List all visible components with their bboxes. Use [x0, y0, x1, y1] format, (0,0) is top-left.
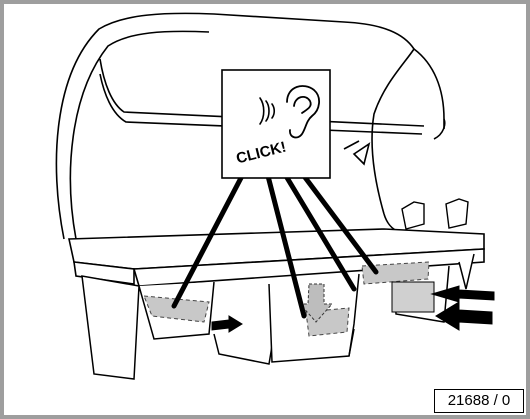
right-latch-block: [392, 282, 434, 312]
click-callout: CLICK!: [222, 70, 330, 178]
illustration-area: CLICK! 21688 / 0: [4, 4, 526, 415]
headrest: [402, 199, 468, 229]
tanning-bed-illustration: CLICK!: [4, 4, 526, 415]
figure-id-label: 21688 / 0: [434, 389, 524, 413]
left-push-arrow: [212, 316, 242, 332]
